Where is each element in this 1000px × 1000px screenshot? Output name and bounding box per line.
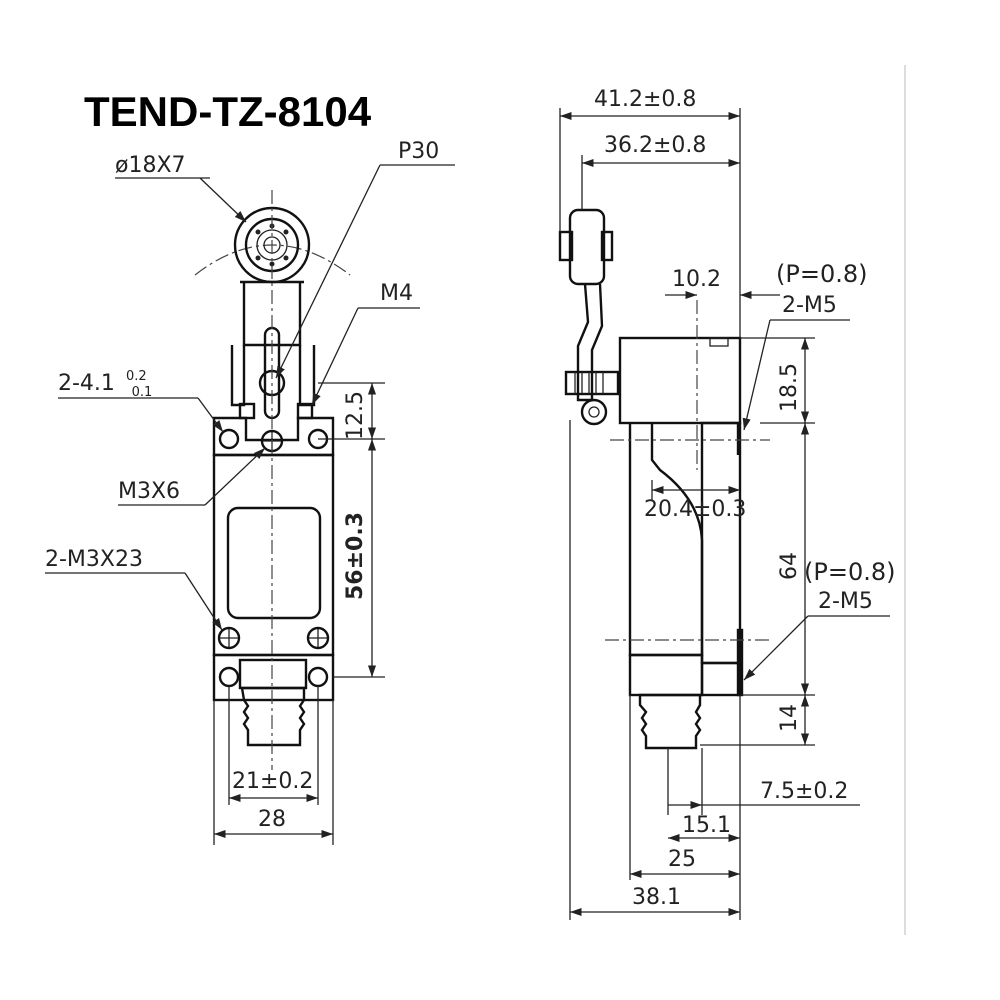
pitch-upper: (P=0.8): [776, 260, 867, 288]
front-dimensions: ø18X7 P30 M4 2-4.1 0.2 0.1 M3X6 2-M3X23 …: [45, 139, 455, 845]
dim-15-1: 15.1: [682, 813, 731, 838]
label-roller: ø18X7: [115, 153, 186, 178]
dim-38-1: 38.1: [632, 885, 681, 910]
dim-41-2: 41.2±0.8: [594, 87, 696, 112]
dim-10-2: 10.2: [672, 267, 721, 292]
label-m3x6: M3X6: [118, 479, 180, 504]
dim-56: 56±0.3: [343, 512, 368, 600]
dim-12-5: 12.5: [343, 391, 368, 440]
label-m3x23: 2-M3X23: [45, 547, 143, 572]
dim-18-5: 18.5: [777, 363, 802, 412]
label-lever: P30: [398, 139, 439, 164]
dim-36-2: 36.2±0.8: [604, 133, 706, 158]
dim-64: 64: [777, 552, 802, 580]
dim-28: 28: [258, 807, 286, 832]
side-dimensions: 41.2±0.8 36.2±0.8 10.2 (P=0.8) 2-M5 18.5…: [559, 87, 895, 920]
dim-7-5: 7.5±0.2: [760, 779, 848, 804]
dim-25: 25: [668, 847, 696, 872]
thread-upper: 2-M5: [782, 293, 837, 318]
label-m4: M4: [380, 281, 413, 306]
dim-14: 14: [777, 704, 802, 732]
drawing-title: TEND-TZ-8104: [84, 88, 372, 135]
front-view: [194, 190, 351, 770]
thread-lower: 2-M5: [818, 589, 873, 614]
label-holes: 2-4.1 0.2 0.1: [58, 361, 154, 400]
pitch-lower: (P=0.8): [804, 558, 895, 586]
side-view: [558, 208, 770, 750]
dim-21: 21±0.2: [232, 769, 313, 794]
dim-20-4: 20.4±0.3: [644, 497, 746, 522]
